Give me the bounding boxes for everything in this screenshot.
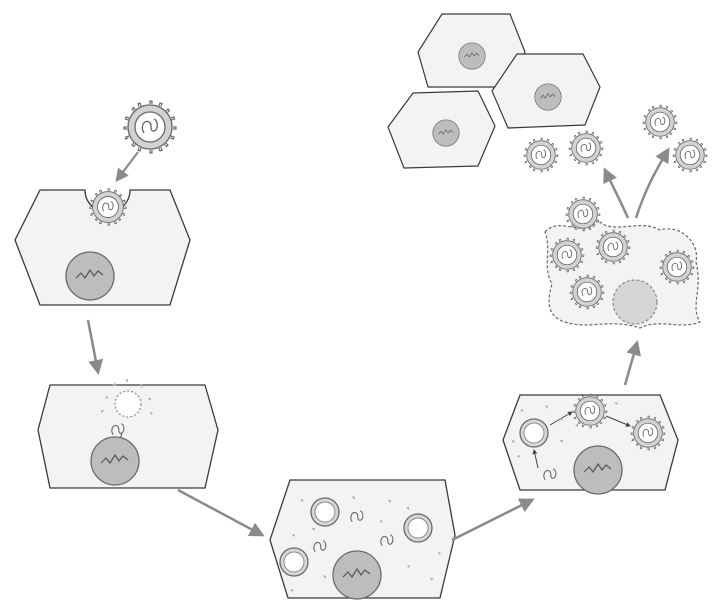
free-virus [568, 130, 604, 166]
host-cell [37, 384, 219, 489]
virus-particle [123, 100, 177, 154]
viral-proteins [512, 402, 618, 458]
arrow-virus-approach [115, 151, 139, 183]
stage-release [523, 104, 708, 329]
cell-nucleus [90, 436, 140, 486]
assembled-virus [630, 415, 666, 451]
arrow-release-right [634, 147, 670, 219]
released-virus [595, 229, 631, 265]
cell-nucleus [458, 42, 486, 70]
arrow-assembly-step [605, 415, 631, 427]
arrow-uncoating-to-replication [177, 488, 265, 537]
arrow-assembly-to-release [623, 340, 641, 386]
uncoating-virus [114, 390, 142, 418]
cell-nucleus [65, 251, 115, 301]
capsid-fragments [101, 379, 153, 415]
capsid [519, 418, 549, 448]
capsid [279, 547, 309, 577]
released-virus [659, 249, 695, 285]
stage-replication [269, 479, 456, 600]
arrow-release-left [603, 167, 630, 219]
assembled-virus [572, 393, 608, 429]
cell-nucleus [332, 550, 382, 600]
host-cell [502, 394, 679, 491]
cell-nucleus [534, 83, 562, 111]
released-virus [565, 196, 601, 232]
cell-nucleus [573, 445, 623, 495]
arrow-attachment-to-uncoating [86, 319, 104, 375]
arrow-replication-to-assembly [451, 498, 535, 542]
stage-uncoating [37, 379, 219, 489]
released-virus [549, 237, 585, 273]
capsid [310, 497, 340, 527]
free-virus [672, 137, 708, 173]
capsid [403, 513, 433, 543]
stage-assembly [502, 393, 679, 495]
virus-particle-attaching [89, 188, 127, 226]
viral-proteins [290, 496, 441, 592]
free-virus [642, 104, 678, 140]
arrow-rna-to-capsid [532, 449, 539, 469]
released-virus [569, 274, 605, 310]
cell-nucleus [432, 119, 460, 147]
degraded-nucleus [612, 279, 658, 325]
free-virus [523, 137, 559, 173]
stage-attachment [14, 100, 191, 306]
stage-new-host-cells [387, 13, 601, 169]
